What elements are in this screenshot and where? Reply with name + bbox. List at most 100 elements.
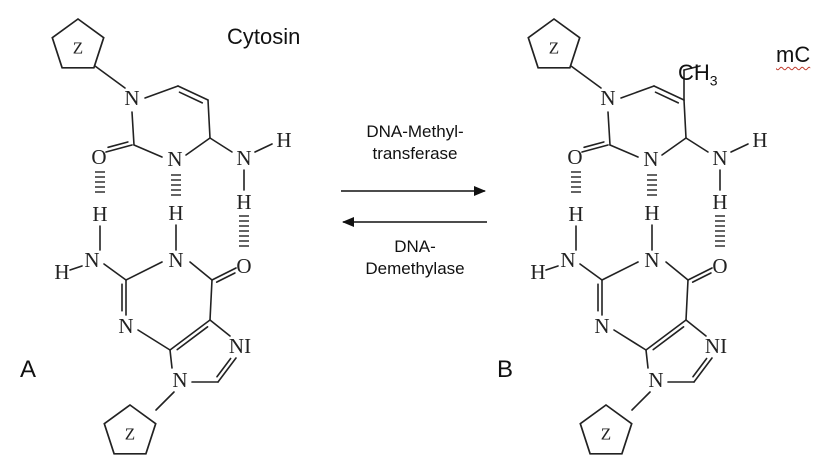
imidazole-bond xyxy=(685,319,707,337)
guanine-c4-c5-double-bond xyxy=(176,325,209,351)
cytosine-c5-c6-double-bond xyxy=(177,85,209,101)
cytosine-amino-hydrogen2-atom: H xyxy=(712,190,727,214)
n9-sugar-bond xyxy=(155,391,175,411)
guanine-n1-c6-bond xyxy=(665,261,689,281)
guanine-h2-atom: H xyxy=(168,201,183,225)
cytosine-amino-hydrogen2-atom: H xyxy=(236,190,251,214)
imidazole-bond xyxy=(645,349,649,369)
n9-sugar-bond xyxy=(631,391,651,411)
cytosine-n3-atom: N xyxy=(643,147,658,171)
guanine-sugar-ring xyxy=(579,403,633,455)
cytosine-n1-c6-bond xyxy=(620,85,655,99)
guanine-c6-c5-bond xyxy=(209,279,213,321)
reverse-enzyme-label: DNA- Demethylase xyxy=(340,236,490,280)
guanine-c6-o-double-bond xyxy=(211,267,237,281)
reverse-enzyme-line1: DNA- xyxy=(394,237,436,256)
guanine-c4-c5-double-bond xyxy=(169,319,211,351)
cytosine-c2-o-double-bond xyxy=(583,141,605,149)
reverse-enzyme-line2: Demethylase xyxy=(365,259,465,278)
guanine-sugar-symbol: Z xyxy=(125,425,135,444)
methyl-group-label: CH3 xyxy=(678,60,718,88)
cytosine-c4-amino-bond xyxy=(209,137,233,153)
sugar-n1-bond xyxy=(570,65,602,89)
guanine-sugar-ring xyxy=(103,403,157,455)
cytosine-c2-o-double-bond xyxy=(581,144,609,153)
cytosine-n3-c2-bond xyxy=(609,144,639,158)
forward-enzyme-label: DNA-Methyl- transferase xyxy=(340,121,490,165)
cytosine-sugar-symbol: Z xyxy=(549,39,559,58)
amino-h-bond xyxy=(730,143,749,153)
guanine-amino-h-bond xyxy=(69,265,83,271)
cytosine-amino-hydrogen-atom: H xyxy=(752,128,767,152)
guanine-c4-c5-double-bond xyxy=(645,319,687,351)
cytosine-c4-amino-bond xyxy=(685,137,709,153)
guanine-sugar-symbol: Z xyxy=(601,425,611,444)
imidazole-double-bond xyxy=(217,357,237,383)
guanine-c6-o-double-bond xyxy=(215,272,236,283)
cytosine-c4-n3-bond xyxy=(661,137,687,156)
guanine-n3-atom: N xyxy=(118,314,133,338)
cytosine-n1-atom: N xyxy=(124,86,139,110)
guanine-c2-n1-bond xyxy=(601,261,639,281)
guanine-n9-atom: N xyxy=(648,368,663,392)
guanine-amino-c2-bond xyxy=(103,263,127,281)
guanine-amino-nitrogen-atom: N xyxy=(560,248,575,272)
guanine-n3-atom: N xyxy=(594,314,609,338)
guanine-c4-c5-double-bond xyxy=(652,325,685,351)
guanine-n7-atom: NI xyxy=(229,334,251,358)
guanine-n1-c6-bond xyxy=(189,261,213,281)
guanine-c2-n1-bond xyxy=(125,261,163,281)
cytosine-c2-o-double-bond xyxy=(105,144,133,153)
guanine-n9-atom: N xyxy=(172,368,187,392)
cytosine-amino-nitrogen-atom: N xyxy=(712,146,727,170)
cytosine-c2-o-double-bond xyxy=(107,141,129,149)
cytosine-sugar-ring xyxy=(51,17,105,69)
guanine-n1-atom: N xyxy=(644,248,659,272)
cytosine-c4-c5-bond xyxy=(207,99,211,139)
cytosine-n1-atom: N xyxy=(600,86,615,110)
forward-enzyme-line1: DNA-Methyl- xyxy=(366,122,464,141)
cytosine-n3-c2-bond xyxy=(133,144,163,158)
c5-methyl-bond xyxy=(683,65,701,71)
guanine-h1-atom: H xyxy=(92,202,107,226)
panel-letter-a: A xyxy=(20,356,37,383)
guanine-oxygen-atom: O xyxy=(712,254,727,278)
cytosine-c2-n1-bond xyxy=(607,111,611,146)
guanine-amino-nitrogen-atom: N xyxy=(84,248,99,272)
methyl-group-text: CH xyxy=(678,60,710,85)
cytosine-c4-n3-bond xyxy=(185,137,211,156)
imidazole-double-bond xyxy=(693,357,713,383)
cytosine-n3-atom: N xyxy=(167,147,182,171)
guanine-amino-hydrogen-atom: H xyxy=(54,260,69,284)
guanine-h1-atom: H xyxy=(568,202,583,226)
cytosine-c4-c5-bond xyxy=(683,99,687,139)
imidazole-double-bond xyxy=(692,357,708,378)
cytosine-n1-c6-bond xyxy=(144,85,179,99)
guanine-h2-atom: H xyxy=(644,201,659,225)
guanine-oxygen-atom: O xyxy=(236,254,251,278)
sugar-n1-bond xyxy=(94,65,126,89)
cytosine-oxygen-atom: O xyxy=(567,145,582,169)
guanine-c6-o-double-bond xyxy=(687,267,713,281)
guanine-amino-c2-bond xyxy=(579,263,603,281)
cytosine-c5-c6-double-bond xyxy=(653,85,685,101)
imidazole-bond xyxy=(169,349,173,369)
cytosine-label: Cytosin xyxy=(227,24,301,49)
cytosine-c5-c6-double-bond xyxy=(178,91,204,104)
guanine-n1-atom: N xyxy=(168,248,183,272)
cytosine-amino-nitrogen-atom: N xyxy=(236,146,251,170)
cytosine-c5-c6-double-bond xyxy=(654,91,680,104)
amino-h-bond xyxy=(254,143,273,153)
guanine-n7-atom: NI xyxy=(705,334,727,358)
methyl-group-subscript: 3 xyxy=(709,72,718,89)
forward-enzyme-line2: transferase xyxy=(372,144,458,163)
guanine-amino-h-bond xyxy=(545,265,559,271)
cytosine-sugar-ring xyxy=(527,17,581,69)
guanine-amino-hydrogen-atom: H xyxy=(530,260,545,284)
cytosine-c2-n1-bond xyxy=(131,111,135,146)
guanine-n3-c4-bond xyxy=(613,329,647,351)
